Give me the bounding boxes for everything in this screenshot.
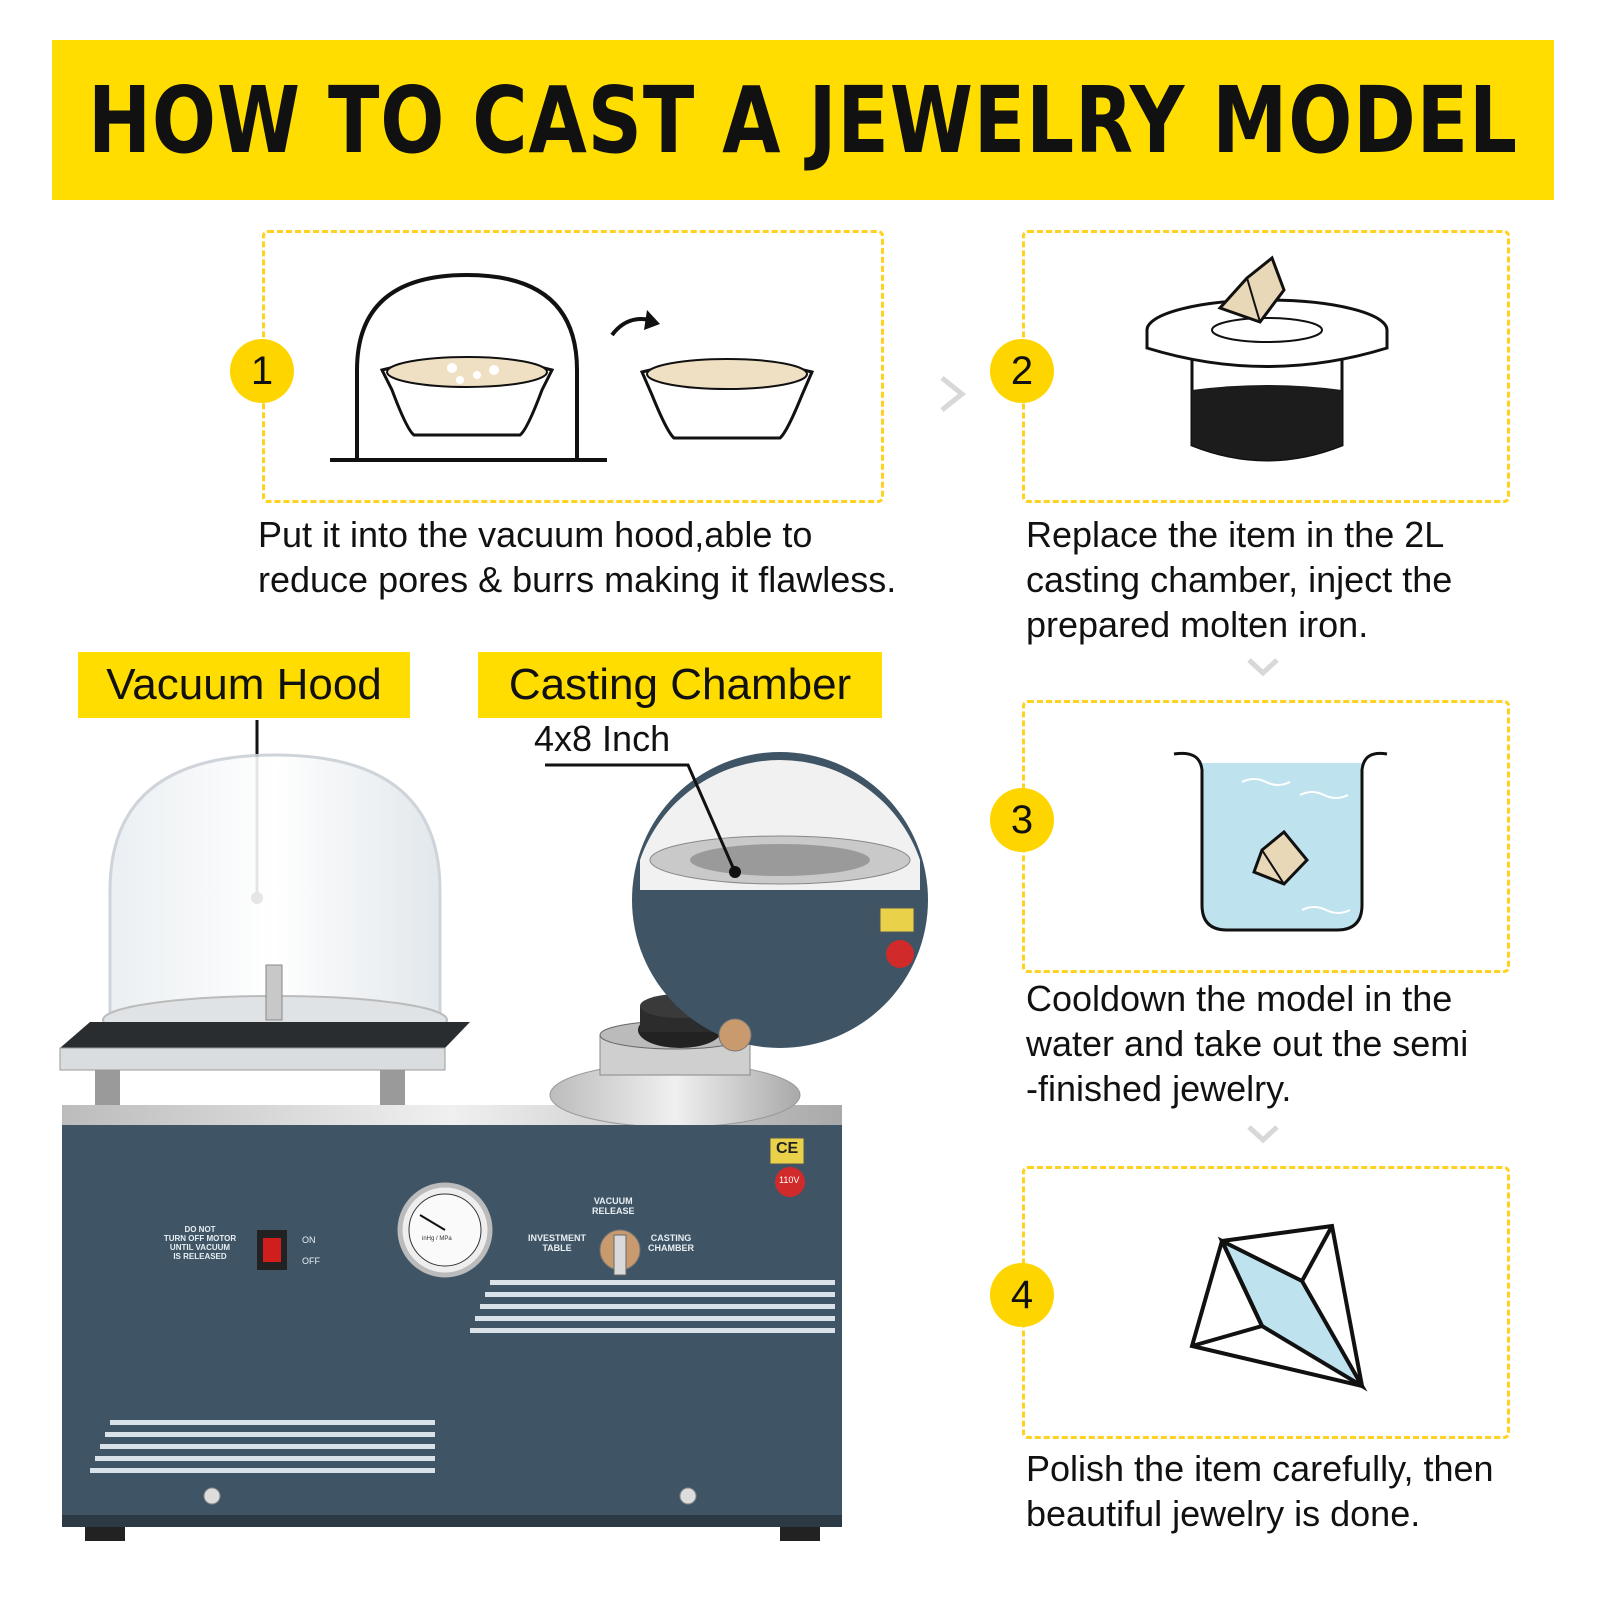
- chevron-right-icon: [940, 376, 967, 412]
- vacuum-hood-label: Vacuum Hood: [78, 652, 410, 718]
- voltage-badge: 110V: [779, 1175, 800, 1185]
- gauge-unit-text: inHg / MPa: [422, 1236, 452, 1242]
- vacuum-casting-machine: [59, 720, 928, 1541]
- power-switch-on-label: ON: [302, 1235, 316, 1245]
- valve-investment-table-label: INVESTMENT TABLE: [528, 1233, 587, 1253]
- step-1-number: 1: [230, 339, 294, 403]
- step-3-number: 3: [990, 788, 1054, 852]
- step-2-illustration: [1145, 255, 1389, 462]
- step-3-caption: Cooldown the model in the water and take…: [1026, 978, 1469, 1109]
- casting-chamber-label: Casting Chamber: [478, 652, 882, 718]
- step-2-number: 2: [990, 339, 1054, 403]
- step-2-caption: Replace the item in the 2L casting chamb…: [1026, 514, 1453, 645]
- chamber-size-text: 4x8 Inch: [534, 718, 671, 759]
- step-4-caption: Polish the item carefully, then beautifu…: [1026, 1448, 1494, 1534]
- step-1-illustration: [330, 272, 815, 462]
- step-1-caption: Put it into the vacuum hood,able to redu…: [258, 514, 897, 600]
- power-switch-off-label: OFF: [302, 1256, 320, 1266]
- valve-vacuum-release-label: VACUUM RELEASE: [592, 1196, 635, 1216]
- panel-warning-text: DO NOT TURN OFF MOTOR UNTIL VACUUM IS RE…: [163, 1225, 237, 1261]
- title-banner: HOW TO CAST A JEWELRY MODEL: [52, 40, 1554, 200]
- step-4-number: 4: [990, 1263, 1054, 1327]
- step-3-illustration: [1173, 751, 1388, 932]
- chevron-down-icon-2: [1247, 1125, 1279, 1144]
- chevron-down-icon: [1247, 658, 1279, 677]
- page-title: HOW TO CAST A JEWELRY MODEL: [88, 66, 1518, 174]
- ce-mark: CE: [776, 1140, 799, 1157]
- valve-casting-chamber-label: CASTING CHAMBER: [648, 1233, 694, 1253]
- step-4-illustration: [1189, 1223, 1368, 1392]
